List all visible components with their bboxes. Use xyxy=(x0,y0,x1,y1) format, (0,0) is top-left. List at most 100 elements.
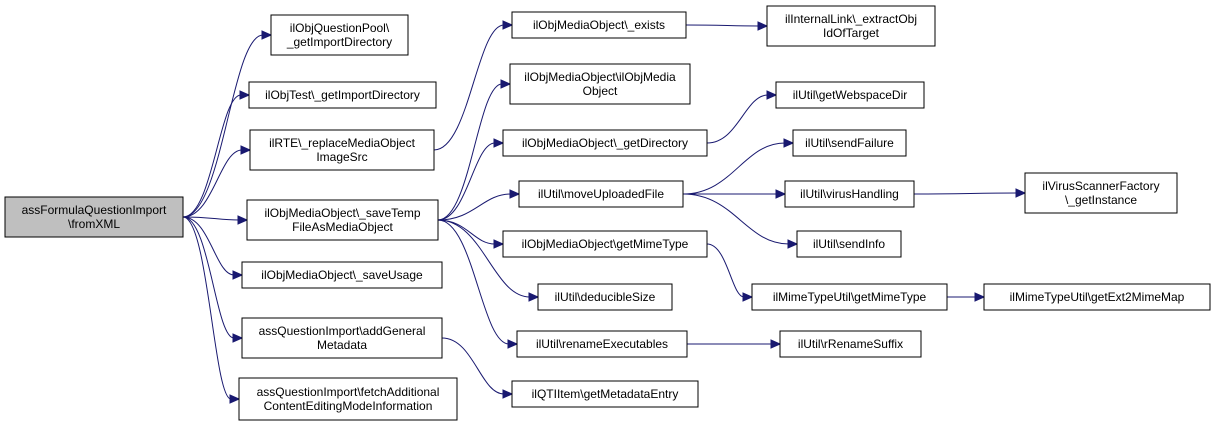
node-root[interactable]: assFormulaQuestionImport\fromXML xyxy=(4,196,184,238)
node-moveup[interactable]: ilUtil\moveUploadedFile xyxy=(518,180,684,208)
node-label: ilRTE\_replaceMediaObject xyxy=(269,136,416,150)
edge-line xyxy=(437,142,496,221)
node-qtimeta[interactable]: ilQTIItem\getMetadataEntry xyxy=(511,380,699,408)
node-label: ilObjMediaObject\_exists xyxy=(533,18,665,32)
node-box xyxy=(766,5,936,47)
edge-savetemp-to-renexe xyxy=(437,219,519,349)
node-sendinfo[interactable]: ilUtil\sendInfo xyxy=(796,230,902,258)
edge-root-to-fetch xyxy=(182,216,241,404)
node-vsfactory[interactable]: ilVirusScannerFactory\_getInstance xyxy=(1024,172,1178,214)
node-mmctor[interactable]: ilObjMediaObject\ilObjMediaObject xyxy=(509,63,691,105)
node-box xyxy=(509,63,691,105)
arrowhead-icon xyxy=(232,333,244,343)
node-box xyxy=(270,14,409,56)
node-box xyxy=(516,330,688,358)
arrowhead-icon xyxy=(239,90,251,100)
edge-addgen-to-qtimeta xyxy=(441,337,514,399)
node-label: IdOfTarget xyxy=(823,26,880,40)
node-saveusage[interactable]: ilObjMediaObject\_saveUsage xyxy=(241,261,443,289)
node-mmmime[interactable]: ilObjMediaObject\getMimeType xyxy=(502,230,708,258)
node-box xyxy=(784,180,915,208)
arrowhead-icon xyxy=(528,292,540,302)
node-renexe[interactable]: ilUtil\renameExecutables xyxy=(516,330,688,358)
node-label: ilUtil\sendFailure xyxy=(805,136,894,150)
edge-line xyxy=(706,94,769,144)
node-savetemp[interactable]: ilObjMediaObject\_saveTempFileAsMediaObj… xyxy=(246,199,439,241)
edge-layer xyxy=(182,20,1027,404)
edge-root-to-saveusage xyxy=(182,216,244,280)
node-label: ilObjQuestionPool\ xyxy=(290,21,390,35)
node-label: ilUtil\moveUploadedFile xyxy=(538,187,664,201)
node-label: ilObjMediaObject\ilObjMedia xyxy=(524,70,676,84)
arrowhead-icon xyxy=(502,20,514,30)
arrowhead-icon xyxy=(770,339,782,349)
edge-line xyxy=(682,142,786,195)
node-label: ilObjTest\_getImportDirectory xyxy=(265,88,420,102)
arrowhead-icon xyxy=(493,138,505,148)
node-qpool[interactable]: ilObjQuestionPool\_getImportDirectory xyxy=(270,14,409,56)
arrowhead-icon xyxy=(232,270,244,280)
node-box xyxy=(796,230,902,258)
node-rrename[interactable]: ilUtil\rRenameSuffix xyxy=(779,330,922,358)
node-label: Metadata xyxy=(317,338,367,352)
node-label: ilUtil\rRenameSuffix xyxy=(798,337,903,351)
edge-line xyxy=(437,219,531,298)
edge-savetemp-to-deduc xyxy=(437,219,540,302)
edge-root-to-savetemp xyxy=(182,215,249,225)
edge-root-to-qpool xyxy=(182,30,273,218)
node-virus[interactable]: ilUtil\virusHandling xyxy=(784,180,915,208)
edge-line xyxy=(182,216,235,339)
node-label: assQuestionImport\addGeneral xyxy=(259,324,426,338)
edge-root-to-objtest xyxy=(182,90,251,218)
edge-root-to-rte xyxy=(182,145,252,218)
node-label: ContentEditingModeInformation xyxy=(264,399,433,413)
node-box xyxy=(241,317,443,359)
node-sendfail[interactable]: ilUtil\sendFailure xyxy=(792,129,907,157)
node-label: ilMimeTypeUtil\getMimeType xyxy=(773,290,927,304)
edge-line xyxy=(682,193,790,245)
edge-line xyxy=(441,337,505,395)
edge-moveup-to-sendfail xyxy=(682,138,795,195)
node-box xyxy=(502,129,708,157)
node-box xyxy=(511,11,687,39)
edge-getdir-to-webdir xyxy=(706,90,778,144)
node-objtest[interactable]: ilObjTest\_getImportDirectory xyxy=(248,81,437,109)
arrowhead-icon xyxy=(240,145,252,155)
node-label: _getImportDirectory xyxy=(286,35,392,49)
node-fetch[interactable]: assQuestionImport\fetchAdditionalContent… xyxy=(238,377,458,421)
node-deduc[interactable]: ilUtil\deducibleSize xyxy=(537,283,673,311)
node-box xyxy=(238,377,458,421)
node-box xyxy=(751,283,948,311)
edge-mmmime-to-mimeutil xyxy=(706,243,754,302)
edge-mimeutil-to-ext2mime xyxy=(947,292,986,302)
node-label: ilQTIItem\getMetadataEntry xyxy=(532,387,679,401)
node-box xyxy=(518,180,684,208)
node-box xyxy=(246,199,439,241)
edge-virus-to-vsfactory xyxy=(913,188,1027,198)
node-box xyxy=(249,129,435,171)
node-mimeutil[interactable]: ilMimeTypeUtil\getMimeType xyxy=(751,283,948,311)
node-ext2mime[interactable]: ilMimeTypeUtil\getExt2MimeMap xyxy=(983,283,1211,311)
node-label: ilObjMediaObject\_saveTemp xyxy=(264,206,420,220)
node-box xyxy=(779,330,922,358)
node-webdir[interactable]: ilUtil\getWebspaceDir xyxy=(775,81,925,109)
arrowhead-icon xyxy=(1015,188,1027,198)
edge-savetemp-to-getdir xyxy=(437,138,505,221)
edge-renexe-to-rrename xyxy=(686,339,782,349)
edge-exists-to-intlink xyxy=(685,21,769,31)
node-layer: assFormulaQuestionImport\fromXML ilObjQue… xyxy=(4,5,1211,421)
edge-line xyxy=(685,24,760,27)
node-box xyxy=(248,81,437,109)
node-box xyxy=(1024,172,1178,214)
edge-line xyxy=(182,94,242,218)
node-getdir[interactable]: ilObjMediaObject\_getDirectory xyxy=(502,129,708,157)
node-box xyxy=(241,261,443,289)
arrowhead-icon xyxy=(775,189,787,199)
node-label: ilObjMediaObject\_getDirectory xyxy=(522,136,688,150)
node-label: ilVirusScannerFactory xyxy=(1042,179,1159,193)
node-exists[interactable]: ilObjMediaObject\_exists xyxy=(511,11,687,39)
